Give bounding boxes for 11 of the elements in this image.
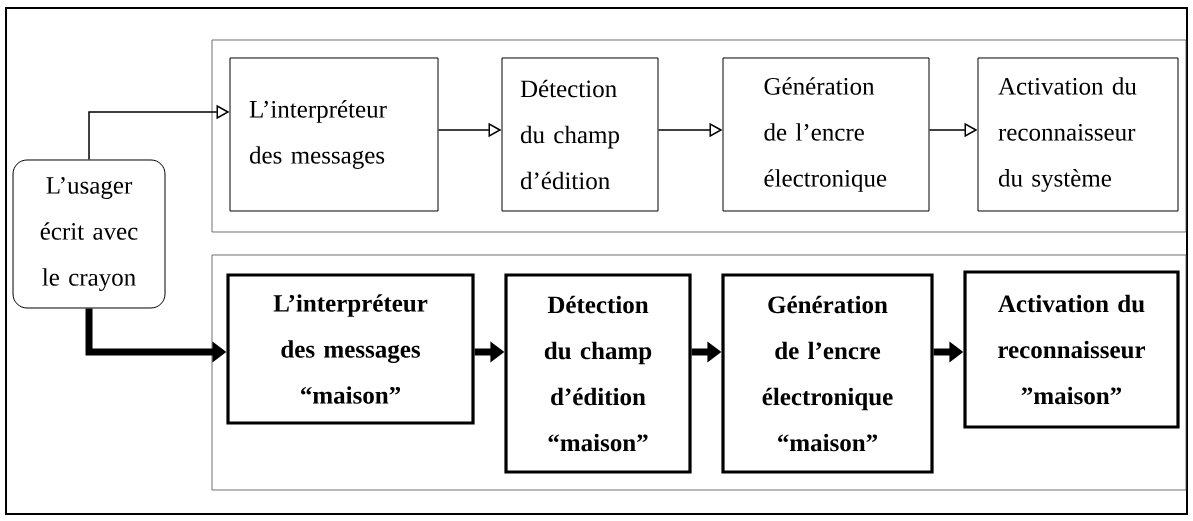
process-box: Activation du reconnaisseur du système bbox=[977, 57, 1179, 212]
process-box: L’interpréteur des messages “maison” bbox=[226, 273, 475, 425]
start-box: L’usager écrit avec le crayon bbox=[12, 159, 166, 309]
process-box: Génération de l’encre électronique “maison” bbox=[721, 273, 934, 474]
process-box: Génération de l’encre électronique bbox=[722, 57, 930, 212]
process-box: Activation du reconnaisseur ”maison” bbox=[963, 270, 1180, 429]
process-box: Détection du champ d’édition bbox=[501, 57, 659, 212]
process-box: L’interpréteur des messages bbox=[229, 57, 439, 212]
process-box: Détection du champ d’édition “maison” bbox=[504, 273, 692, 474]
panel bbox=[211, 39, 1187, 233]
panel bbox=[211, 254, 1187, 491]
